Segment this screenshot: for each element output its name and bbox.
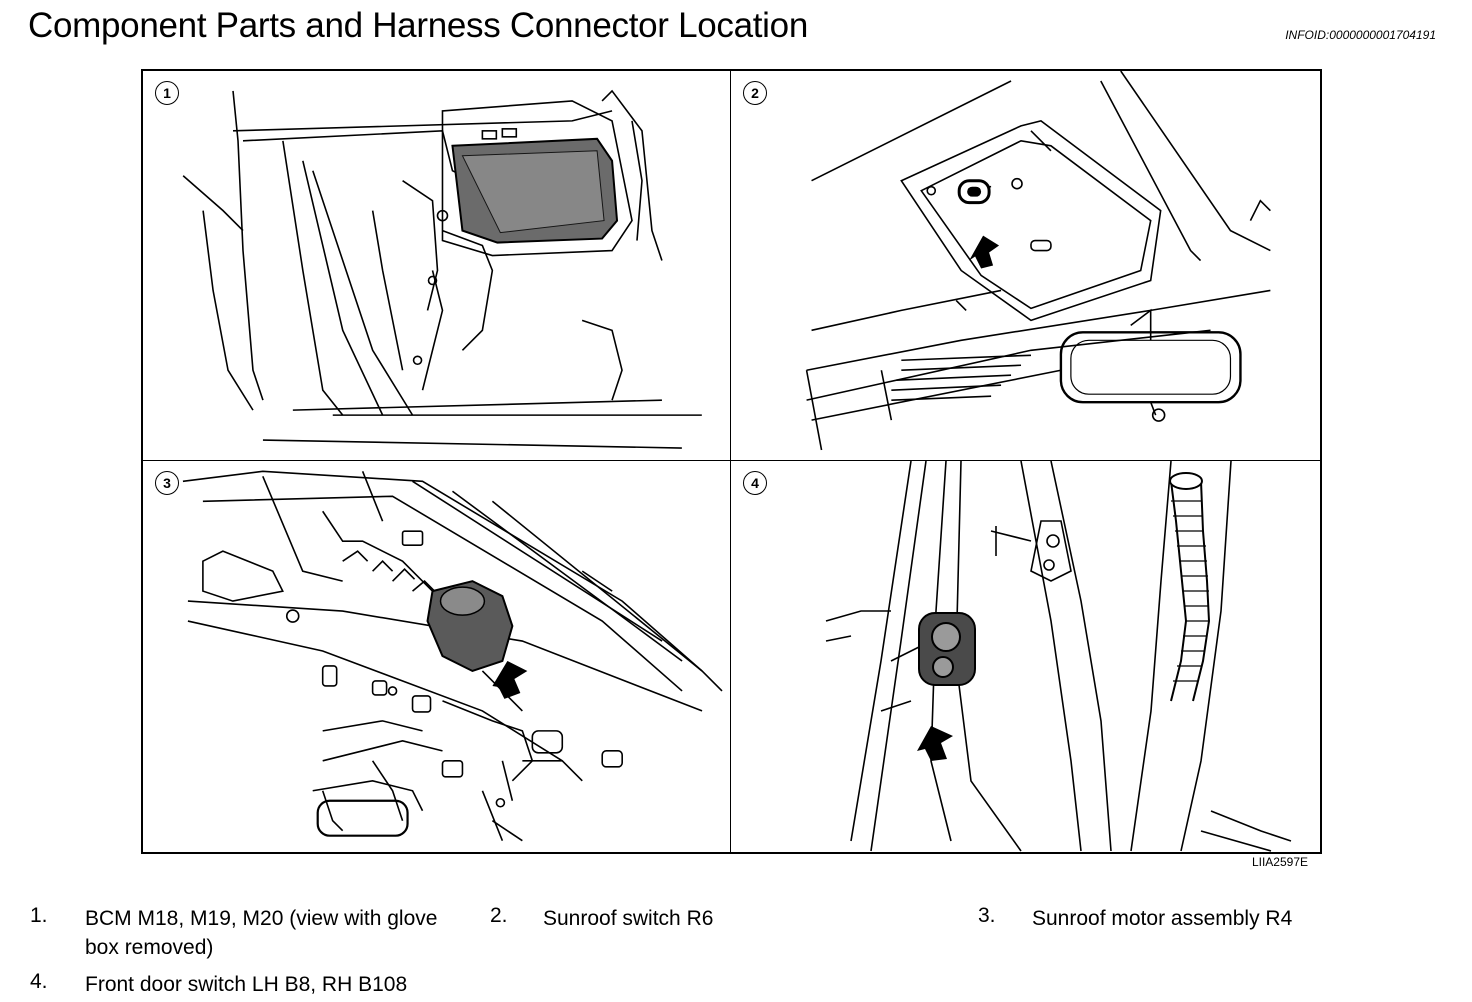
legend-number: 1. — [30, 904, 48, 927]
sunroof-switch-illustration — [805, 71, 1271, 451]
legend-text: BCM M18, M19, M20 (view with glove box r… — [85, 904, 485, 962]
legend-number: 2. — [490, 904, 508, 927]
panel-3-badge: 3 — [155, 471, 179, 495]
legend-text: Sunroof motor assembly R4 — [1032, 907, 1293, 930]
legend-text: Front door switch LH B8, RH B108 — [85, 973, 408, 996]
legend-number: 4. — [30, 970, 48, 993]
panel-4-badge: 4 — [743, 471, 767, 495]
panel-1-badge: 1 — [155, 81, 179, 105]
page-title: Component Parts and Harness Connector Lo… — [28, 6, 808, 45]
panel-2-badge: 2 — [743, 81, 767, 105]
panel-sunroof-switch: 2 — [731, 71, 1320, 461]
legend-text: Sunroof switch R6 — [543, 907, 714, 930]
legend-text-line-1: BCM M18, M19, M20 (view with glove — [85, 907, 438, 930]
sunroof-motor-illustration — [182, 470, 723, 842]
legend-text-line-2: box removed) — [85, 936, 214, 959]
panel-sunroof-motor: 3 — [143, 461, 731, 852]
component-figure: 1 — [141, 69, 1322, 854]
door-switch-illustration — [825, 461, 1292, 852]
bcm-illustration — [182, 89, 702, 449]
panel-bcm: 1 — [143, 71, 731, 461]
info-id: INFOID:0000000001704191 — [1285, 28, 1436, 42]
panel-door-switch: 4 — [731, 461, 1320, 852]
legend-number: 3. — [978, 904, 996, 927]
figure-code: LIIA2597E — [1251, 855, 1308, 869]
